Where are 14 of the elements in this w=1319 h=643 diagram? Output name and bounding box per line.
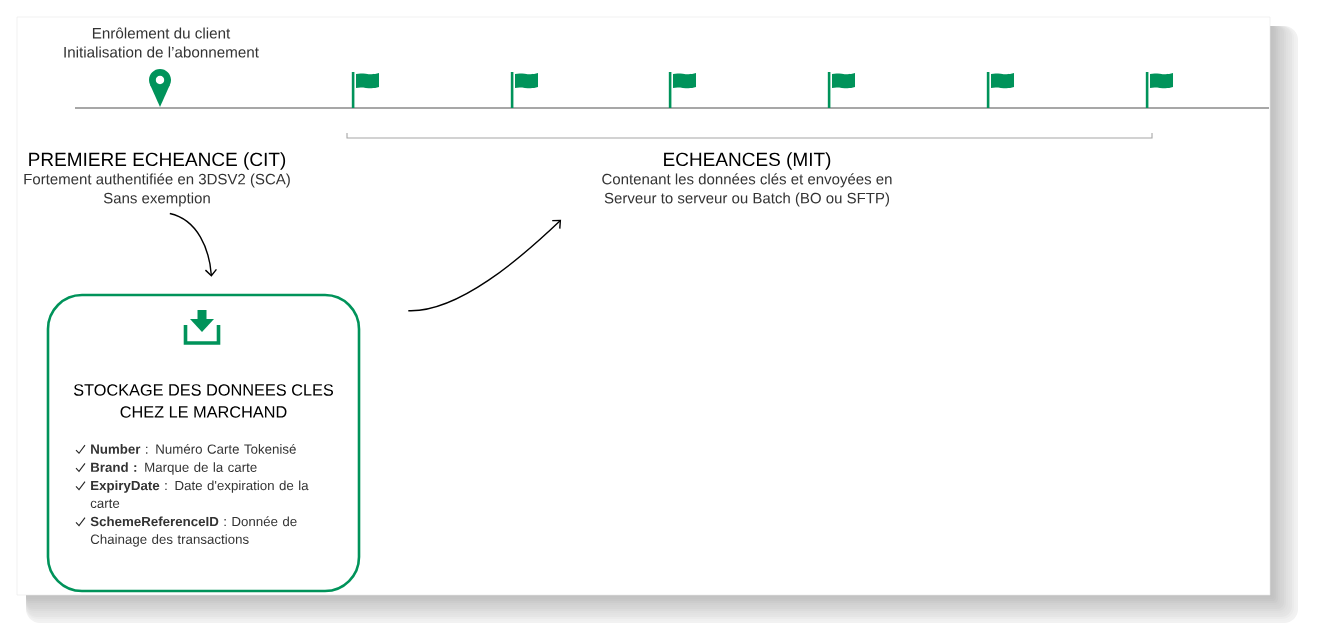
section-heading: ECHEANCES (MIT) <box>664 152 831 170</box>
section-heading: PREMIERE ECHEANCE (CIT) <box>29 152 286 170</box>
list-item: ExpiryDate : Date d'expiration de la carte <box>90 480 309 508</box>
rounded-box <box>46 293 361 593</box>
milestone-label: Enrôlement du client <box>92 27 231 39</box>
list-item: Number : Numéro Carte Tokenisé <box>91 443 296 454</box>
curved-arrow <box>407 219 562 312</box>
box-title: STOCKAGE DES DONNEES CLES CHEZ LE MARCHAND <box>73 384 333 418</box>
description-text: Fortement authentifiée en 3DSV2 (SCA) Sans exemption <box>24 173 290 207</box>
list-item: Brand : Marque de la carte <box>91 462 257 475</box>
curved-arrow <box>169 212 218 277</box>
milestone-label: Initialisation de l’abonnement <box>64 46 259 58</box>
list-item: SchemeReferenceID : Donnée de Chainage des transactions <box>90 516 297 547</box>
description-text: Contenant les données clés et envoyées en Serveur to serveur ou Batch (BO ou SFTP) <box>602 173 892 207</box>
